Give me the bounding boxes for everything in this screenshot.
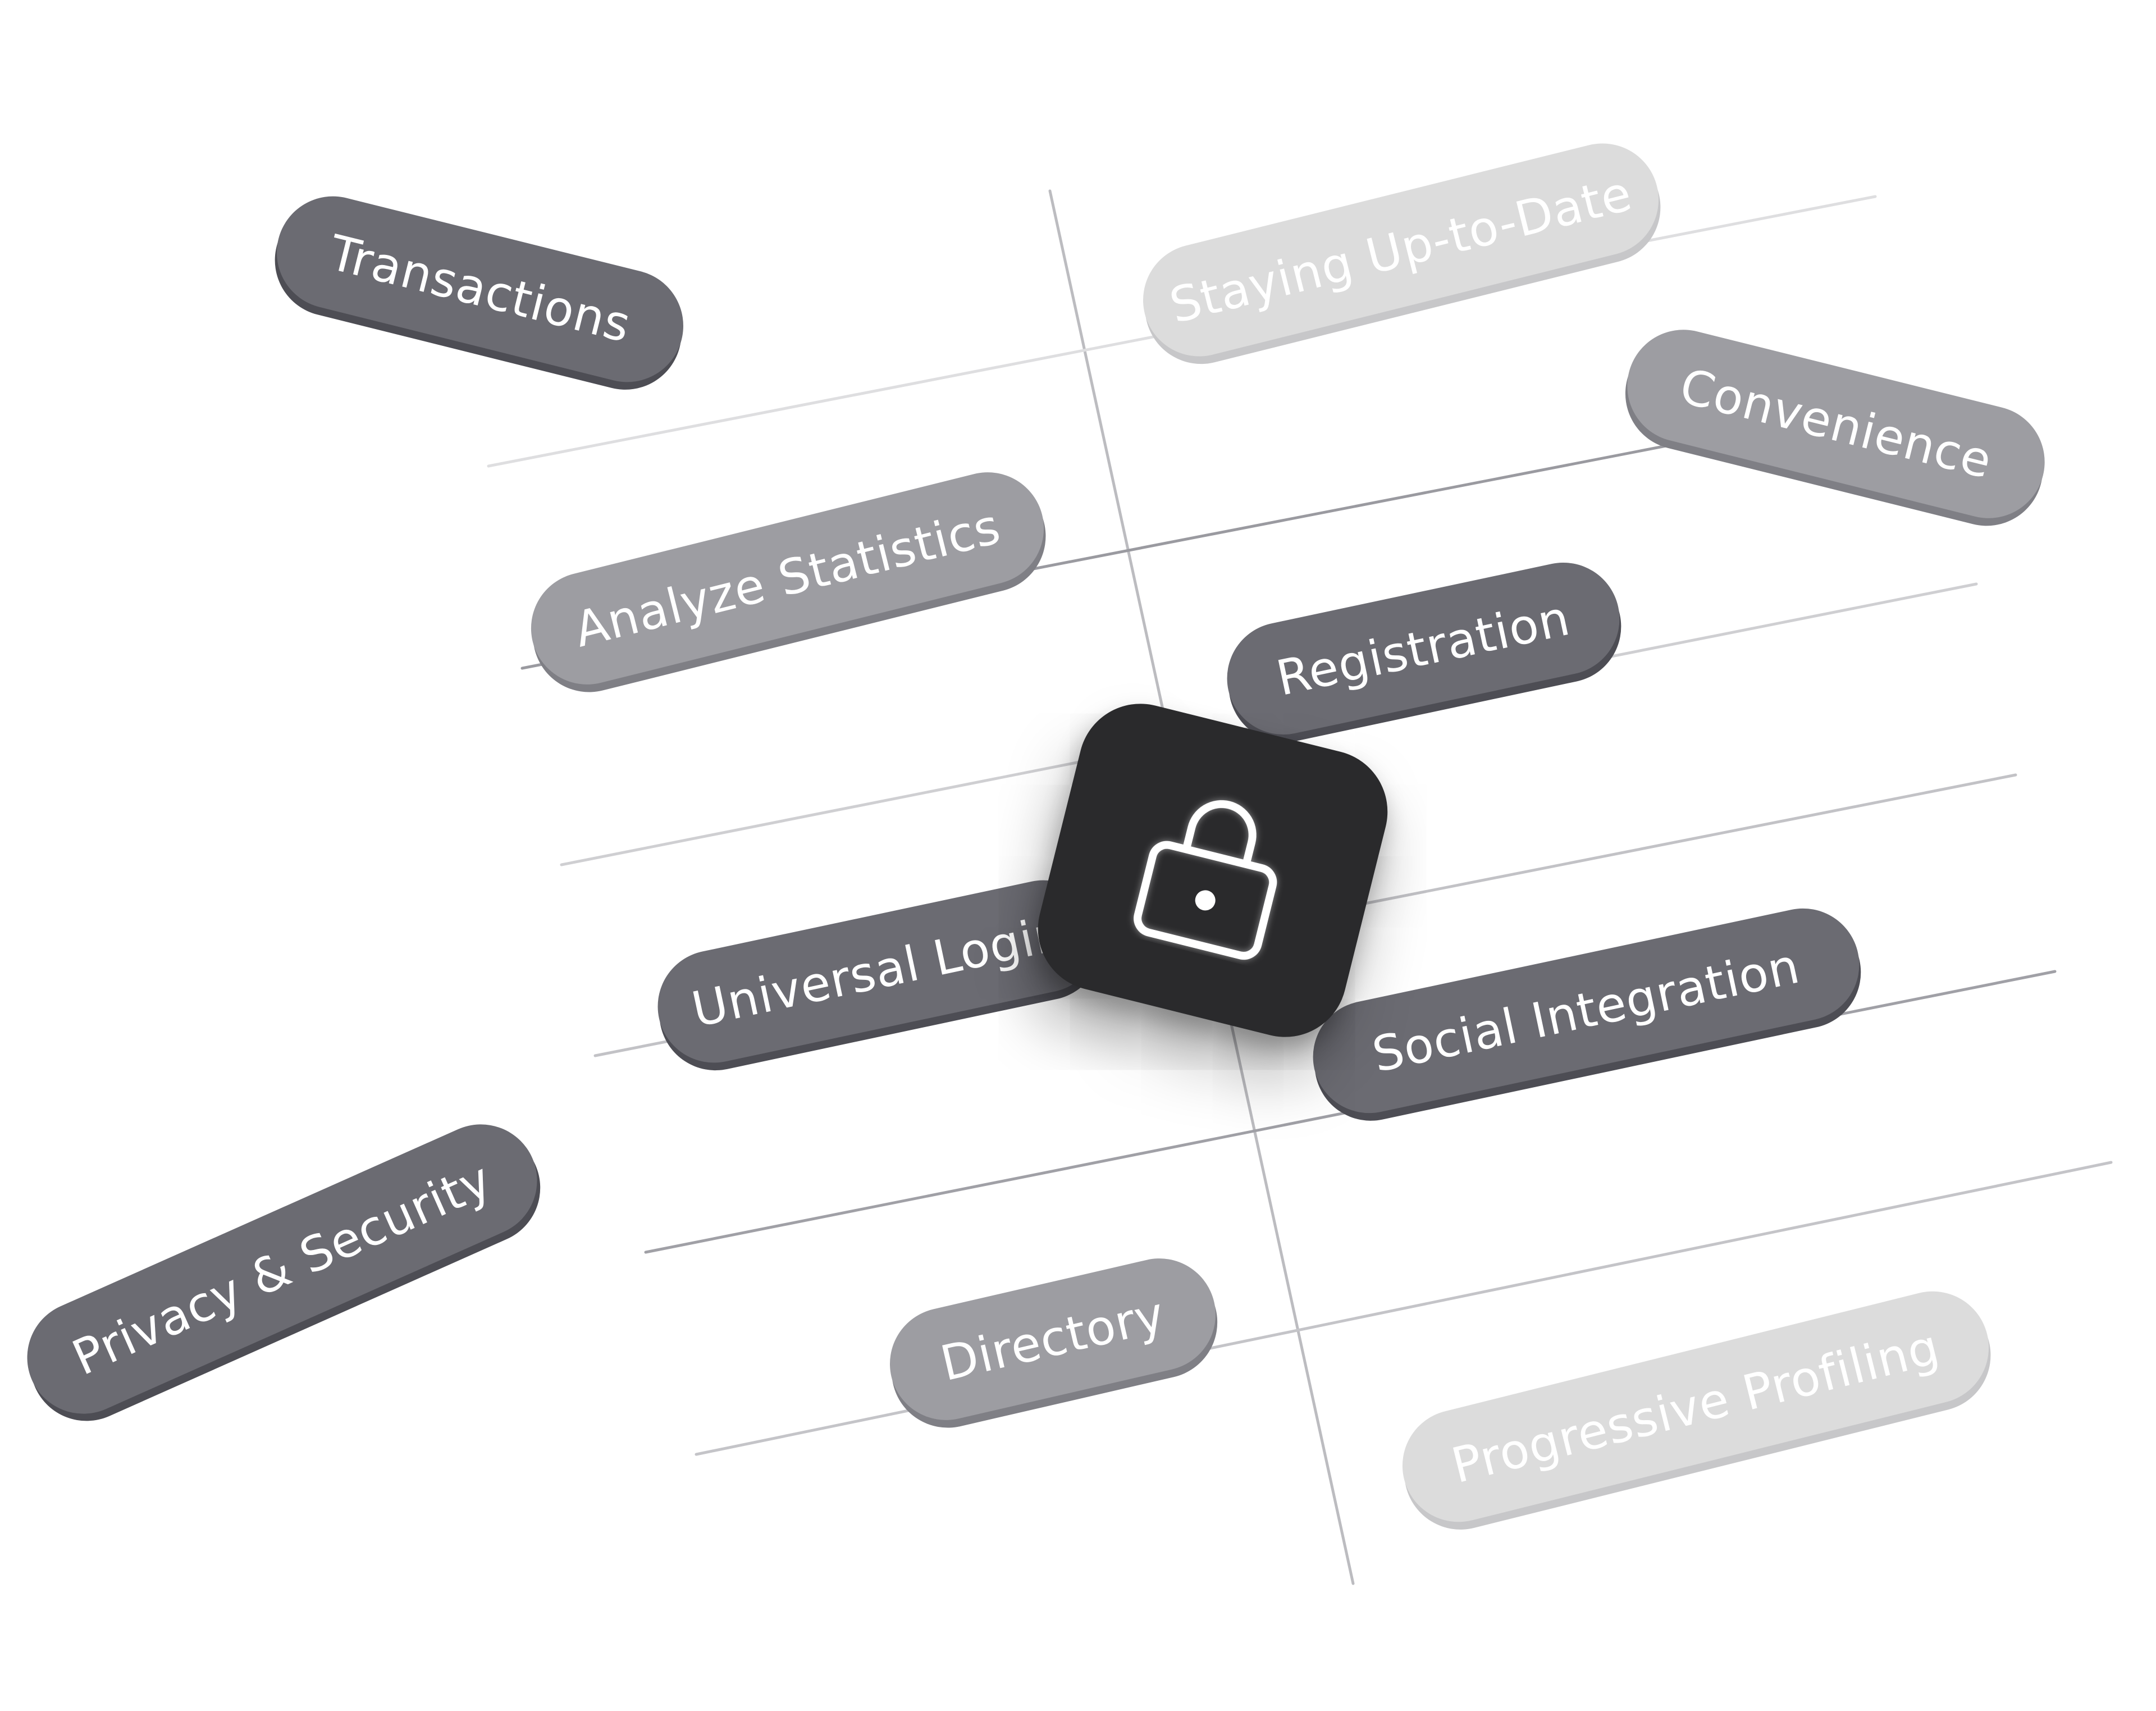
lock-tile [1025, 690, 1401, 1051]
lock-icon [1134, 800, 1277, 960]
grid-line [644, 970, 2057, 1254]
